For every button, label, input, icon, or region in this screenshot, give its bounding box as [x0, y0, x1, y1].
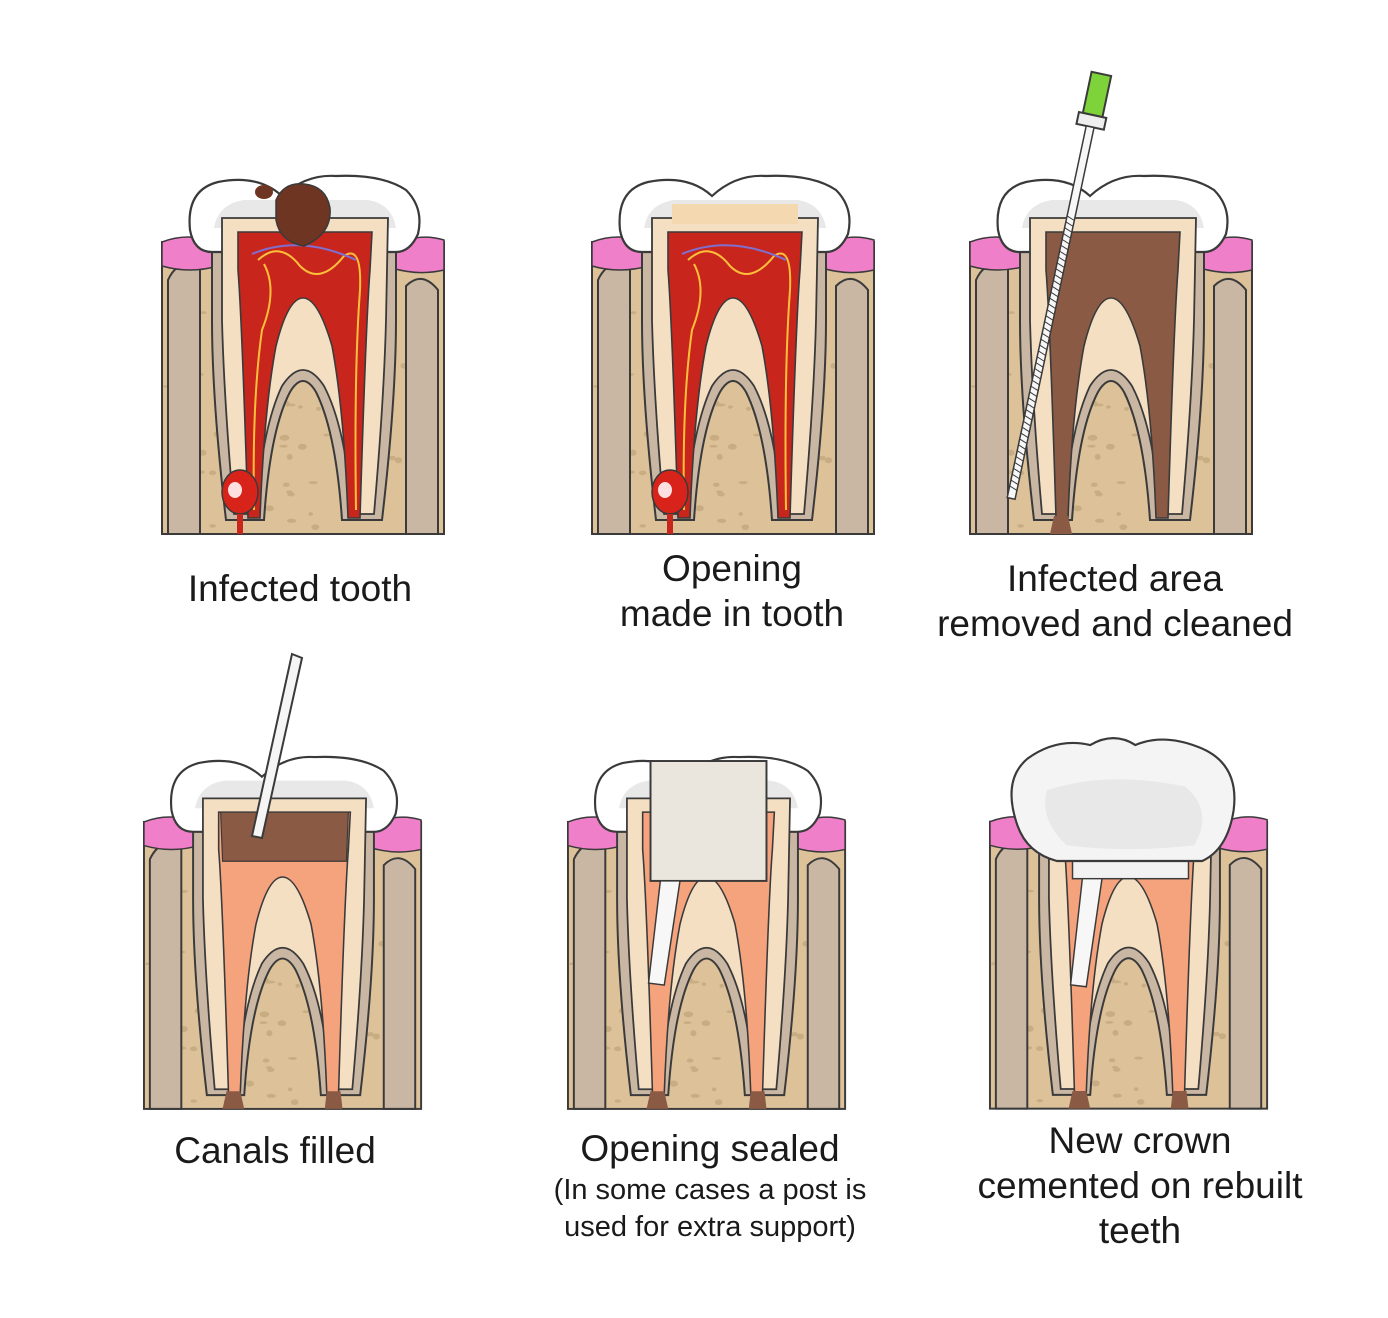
abscess-highlight [228, 482, 242, 498]
caption-line: made in tooth [619, 593, 845, 634]
caption-subline: used for extra support) [564, 1211, 856, 1243]
caption-line: Canals filled [174, 1130, 376, 1171]
caption-line: Opening sealed [580, 1128, 840, 1169]
caption-opening-sealed-note: (In some cases a post is used for extra … [500, 1172, 920, 1246]
caption-line: teeth [1098, 1210, 1182, 1251]
neighbor-root-right [1213, 278, 1247, 535]
file-threads [1009, 215, 1075, 491]
apex-plug-right [324, 1091, 343, 1109]
caption-line: New crown [1048, 1120, 1232, 1161]
caption-subline: (In some cases a post is [553, 1174, 867, 1206]
pulp [217, 811, 352, 1094]
filling-instrument-icon [250, 652, 304, 840]
caption-opening-made: Opening made in tooth [582, 546, 882, 636]
apex-plug-left [1068, 1090, 1091, 1109]
decay-cavity [275, 183, 331, 247]
caption-line: Infected area [1007, 558, 1223, 599]
neighbor-root-left [994, 842, 1029, 1110]
neighbor-root-left [572, 842, 607, 1110]
caption-infected-area: Infected area removed and cleaned [905, 556, 1325, 646]
nerve-line [682, 263, 702, 511]
apex-plug-right [748, 1091, 767, 1109]
caption-opening-sealed: Opening sealed [520, 1126, 900, 1171]
endodontic-file-icon [1006, 70, 1113, 501]
caption-new-crown: New crown cemented on rebuilt teeth [930, 1118, 1350, 1253]
support-post [647, 880, 681, 986]
chamber-residue [220, 811, 349, 862]
nerve-line [687, 250, 792, 511]
neighbor-root-left [148, 842, 183, 1110]
caption-canals-filled: Canals filled [125, 1128, 425, 1173]
crown-shading [1045, 779, 1203, 850]
pulp [237, 231, 373, 519]
neighbor-root-left [975, 262, 1009, 535]
apex-plug-left [646, 1091, 669, 1109]
file-handle [1081, 70, 1113, 119]
neighbor-root-right [405, 278, 439, 535]
neighbor-root-right [806, 857, 841, 1110]
file-group [1006, 70, 1113, 501]
apex-plug-left [1050, 516, 1072, 534]
caption-infected-tooth: Infected tooth [150, 566, 450, 611]
sealed-illustration [566, 755, 847, 1110]
caption-line: cemented on rebuilt [977, 1165, 1303, 1206]
support-post [1069, 877, 1103, 988]
apex-plug-right [1170, 1090, 1189, 1109]
neighbor-root-right [382, 857, 417, 1110]
neighbor-root-left [597, 262, 631, 535]
opening-made-illustration [591, 174, 875, 535]
crown-base [1071, 860, 1190, 880]
nerve-line [252, 263, 272, 511]
filled-illustration [142, 755, 423, 1110]
temporary-seal [649, 760, 768, 882]
access-opening [672, 204, 798, 224]
vein-line [681, 244, 787, 261]
decay-spot [255, 185, 273, 199]
nerve-line [257, 250, 362, 511]
infected-tooth-illustration [161, 174, 445, 535]
apex-plug-left [222, 1091, 245, 1109]
caption-line: removed and cleaned [937, 603, 1293, 644]
neighbor-root-right [1228, 857, 1263, 1110]
pulp [1045, 231, 1181, 519]
caption-line: Opening [662, 548, 802, 589]
caption-line: Infected tooth [187, 568, 413, 609]
instrument-shaft [250, 652, 304, 840]
pulp [667, 231, 803, 519]
neighbor-root-left [167, 262, 201, 535]
abscess-highlight [658, 482, 672, 498]
crown-illustration [988, 737, 1269, 1110]
cleaned-illustration [969, 174, 1253, 535]
neighbor-root-right [835, 278, 869, 535]
